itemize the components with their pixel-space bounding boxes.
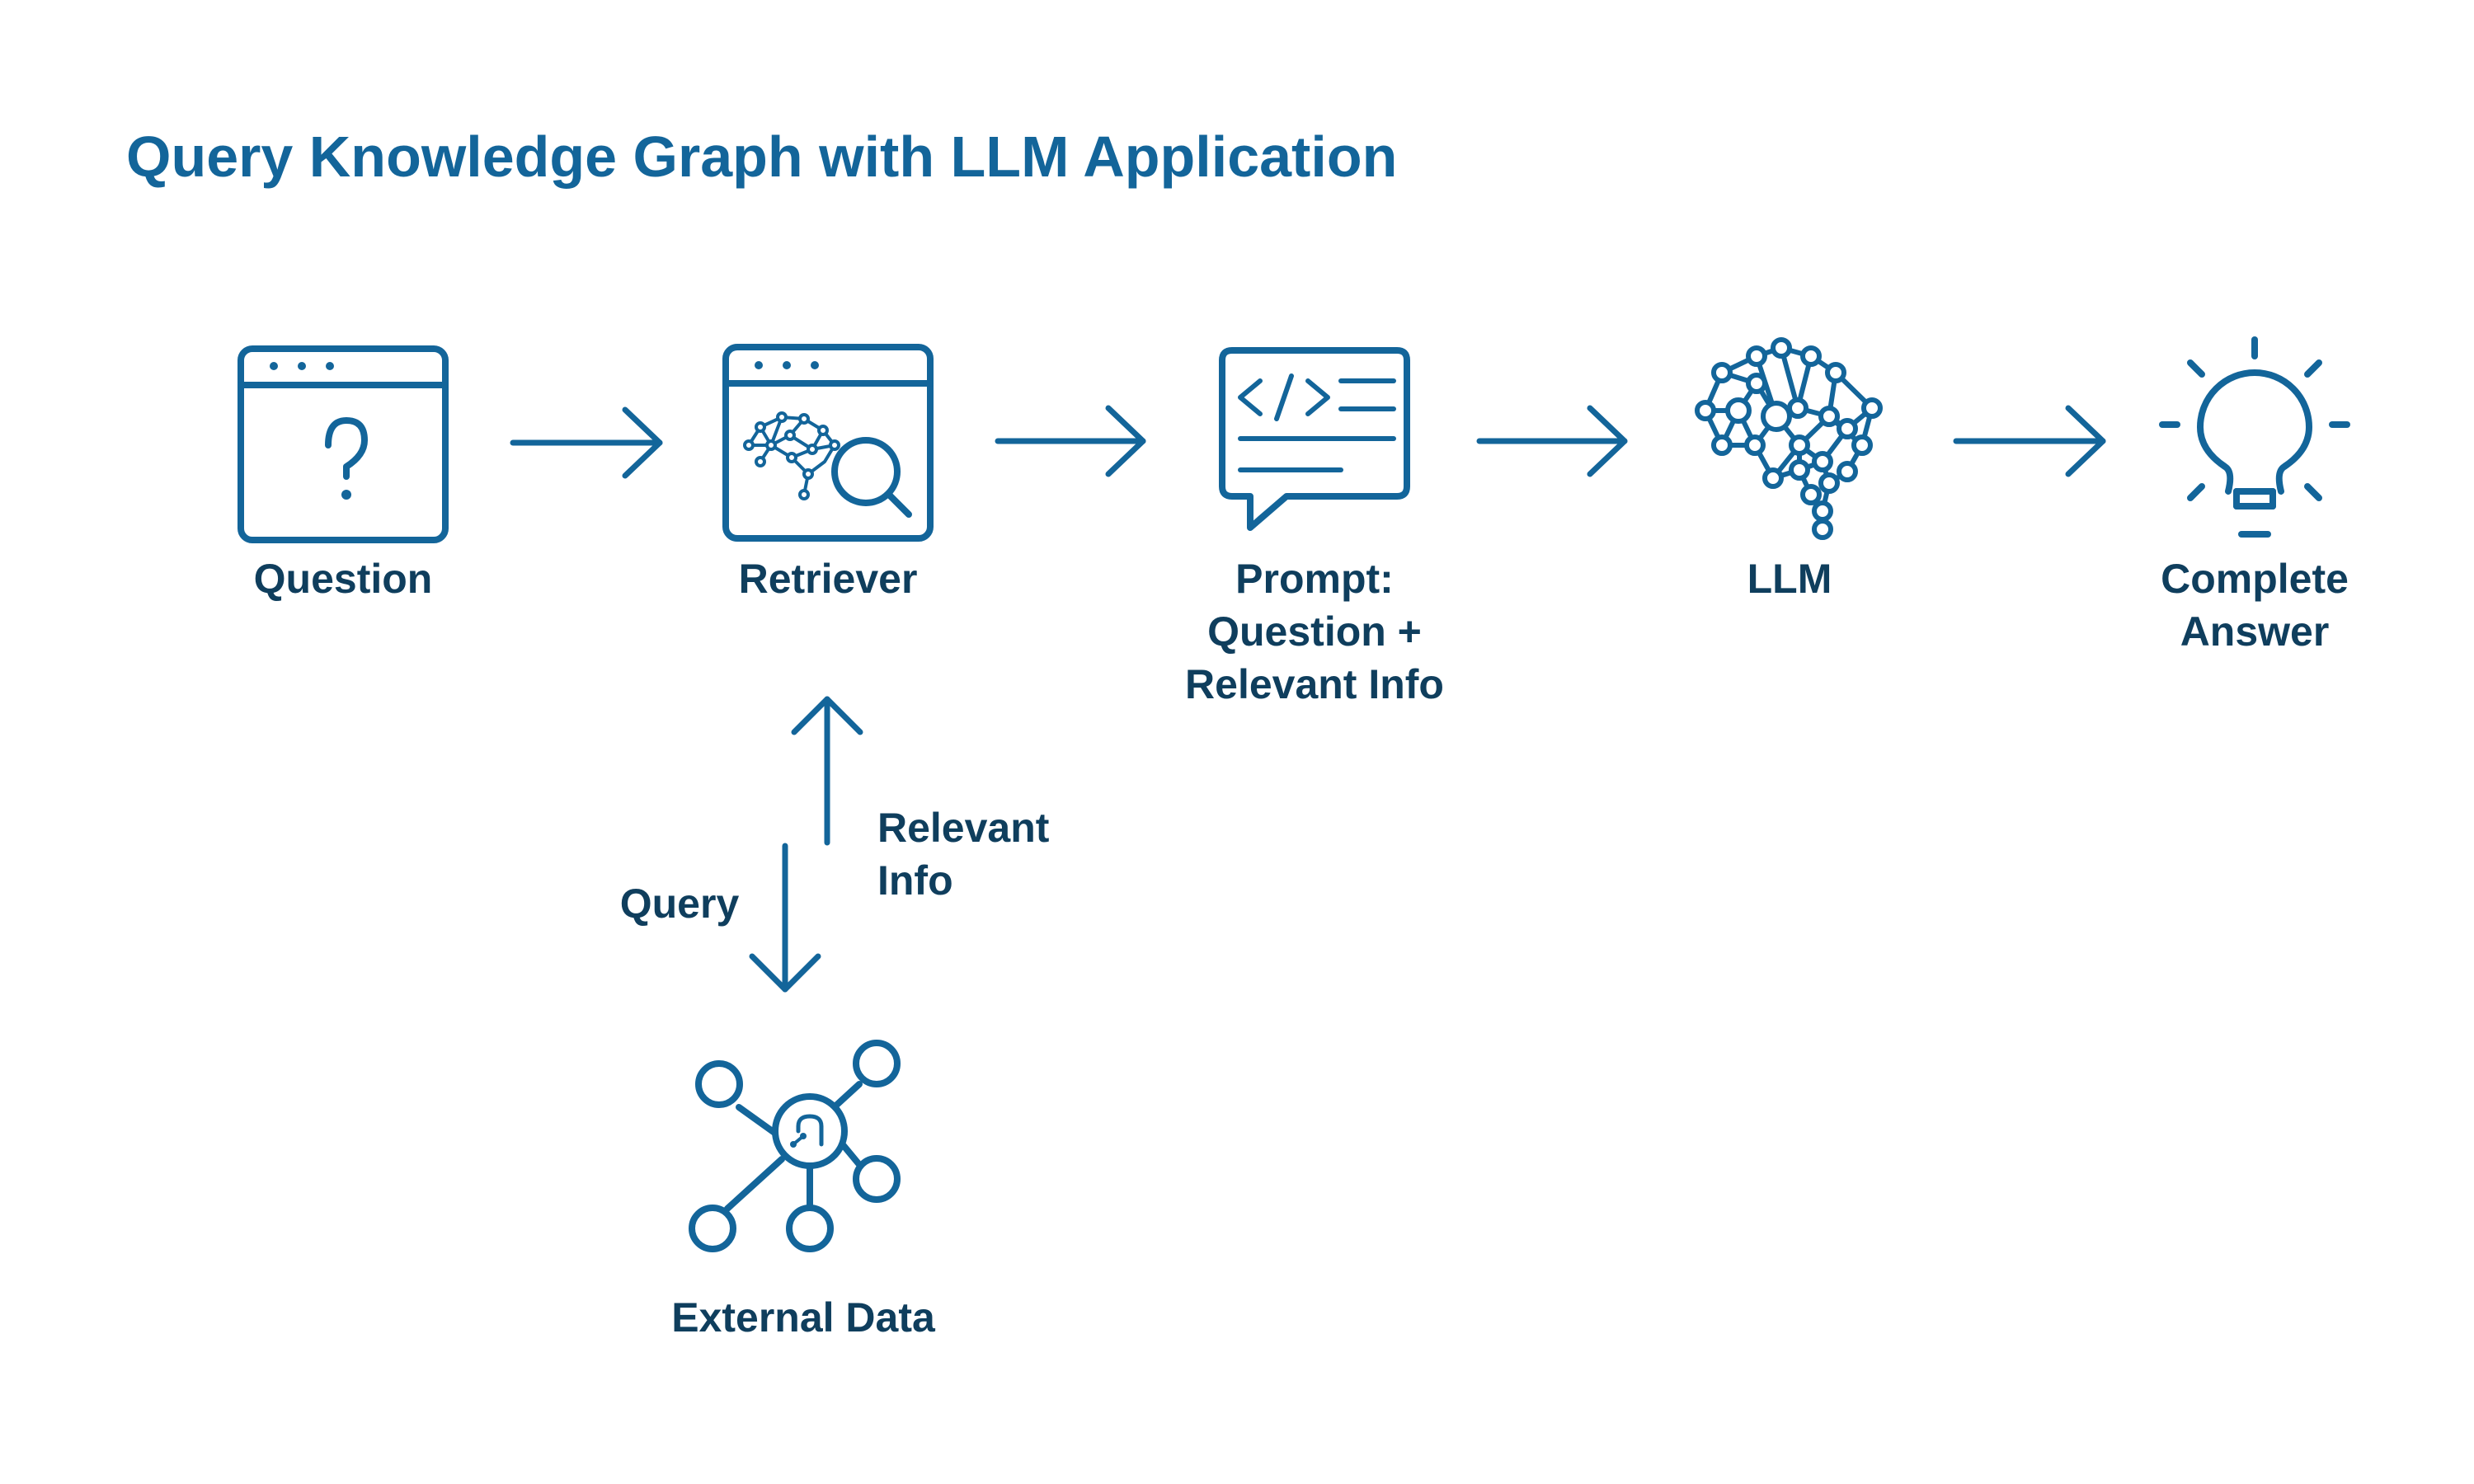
arrow-llm-to-answer	[1953, 405, 2106, 477]
arrow-query-down	[749, 843, 821, 993]
node-label-prompt: Prompt: Question + Relevant Info	[1185, 552, 1444, 711]
node-label-llm: LLM	[1747, 556, 1832, 602]
knowledge-graph-icon	[689, 1040, 901, 1252]
relevant-info-label-line: Relevant	[877, 805, 1050, 851]
arrow-prompt-to-llm	[1476, 405, 1628, 477]
node-label-question: Question	[253, 556, 433, 602]
arrow-question-to-retriever	[510, 406, 663, 479]
neural-brain-icon	[1695, 337, 1883, 540]
answer-label-line: Complete	[2161, 556, 2349, 602]
code-chat-bubble-icon	[1219, 347, 1410, 531]
edge-label-relevant-info: Relevant Info	[877, 801, 1049, 907]
prompt-label-line: Prompt:	[1235, 556, 1394, 602]
node-label-retriever: Retriever	[738, 556, 918, 602]
browser-question-icon	[238, 345, 449, 543]
prompt-label-line: Relevant Info	[1185, 661, 1444, 707]
arrow-retriever-to-prompt	[995, 405, 1146, 477]
browser-brain-search-icon	[722, 344, 934, 542]
answer-label-line: Answer	[2180, 608, 2330, 655]
arrow-relevant-info-up	[791, 696, 863, 846]
relevant-info-label-line: Info	[877, 857, 953, 904]
node-label-answer: Complete Answer	[2161, 552, 2349, 658]
prompt-label-line: Question +	[1207, 608, 1422, 655]
edge-label-query: Query	[619, 881, 740, 927]
lightbulb-icon	[2159, 336, 2350, 538]
diagram-title: Query Knowledge Graph with LLM Applicati…	[126, 124, 1398, 189]
node-label-external-data: External Data	[671, 1294, 935, 1341]
